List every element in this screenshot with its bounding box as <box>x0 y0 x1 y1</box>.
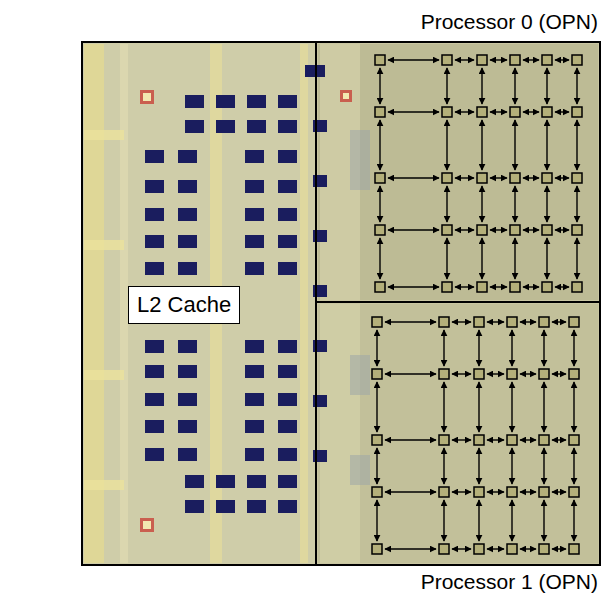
region-label: L2 Cache <box>137 292 231 318</box>
processor-region: Processor 1 (OPN) <box>316 302 600 565</box>
die-background <box>82 42 600 565</box>
operand-network <box>372 55 582 554</box>
region-heading: Processor 1 (OPN) <box>421 569 598 594</box>
die-outline <box>82 42 600 565</box>
region-heading: Processor 0 (OPN) <box>421 9 598 34</box>
processor-region: Processor 0 (OPN) <box>316 42 600 302</box>
cache-label-box: L2 Cache <box>128 286 240 324</box>
